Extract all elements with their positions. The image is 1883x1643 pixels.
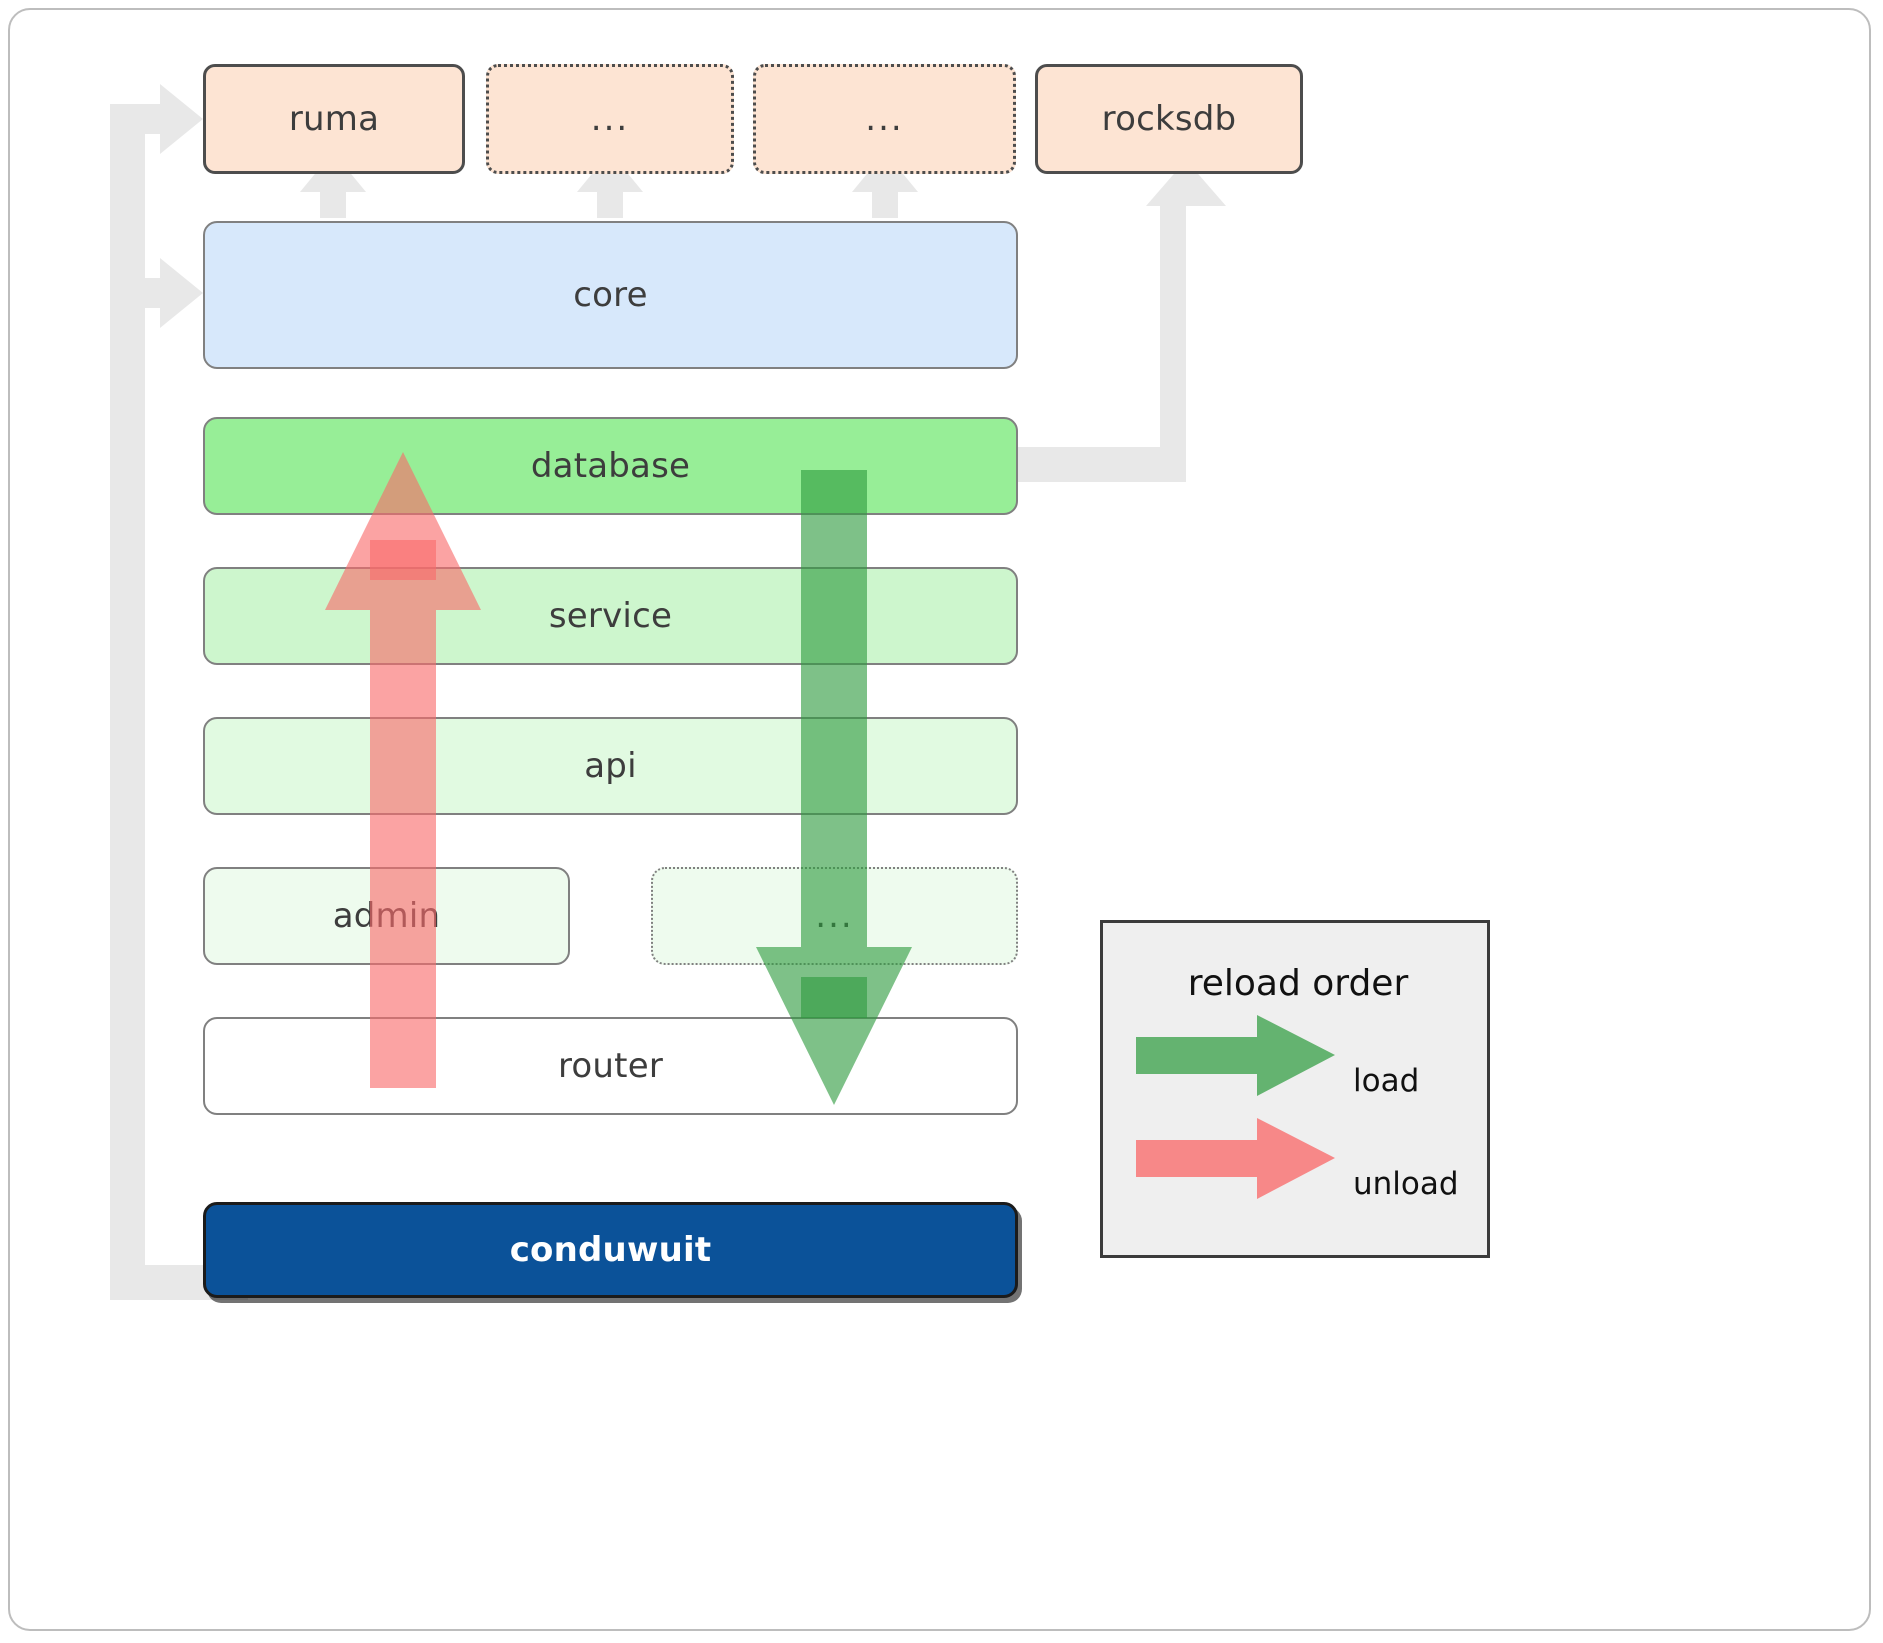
dependency-label-ruma: ruma <box>288 99 380 139</box>
connector-core-to-dep3 <box>852 152 918 218</box>
core-box[interactable]: core <box>203 221 1018 369</box>
connector-database-to-rocksdb <box>1018 206 1186 482</box>
legend-label-load: load <box>1353 1063 1420 1099</box>
unload-flow-arrow <box>325 452 481 1088</box>
dependency-label-dep2: ... <box>590 99 630 139</box>
root-box-conduwuit[interactable]: conduwuit <box>203 1202 1018 1298</box>
legend-label-unload: unload <box>1353 1166 1459 1202</box>
root-label-conduwuit: conduwuit <box>509 1230 712 1270</box>
legend-load-arrow-icon <box>1136 1015 1335 1096</box>
connector-conduwuit-trunk <box>110 106 145 1265</box>
layer-label-service: service <box>548 596 673 636</box>
dependency-label-dep3: ... <box>865 99 904 139</box>
legend-arrows <box>1136 1015 1335 1199</box>
legend-panel: reload order load unload <box>1100 920 1490 1258</box>
core-label: core <box>573 275 648 315</box>
connector-core-to-ruma <box>300 152 366 218</box>
dependency-box-rocksdb[interactable]: rocksdb <box>1035 64 1303 174</box>
connector-rocksdb-arrowhead <box>1146 160 1226 206</box>
layer-box-api[interactable]: api <box>203 717 1018 815</box>
layer-label-api: api <box>584 746 637 786</box>
connector-to-ruma <box>110 84 203 154</box>
layer-label-router: router <box>557 1046 663 1086</box>
load-flow-arrow <box>756 470 912 1105</box>
layer-box-router[interactable]: router <box>203 1017 1018 1115</box>
dependency-box-ruma[interactable]: ruma <box>203 64 465 174</box>
layer-box-database[interactable]: database <box>203 417 1018 515</box>
dependency-label-rocksdb: rocksdb <box>1101 99 1237 139</box>
legend-title: reload order <box>1187 963 1409 1004</box>
connector-to-core <box>110 258 203 328</box>
dependency-box-dep2[interactable]: ... <box>486 64 734 174</box>
dependency-box-dep3[interactable]: ... <box>753 64 1016 174</box>
layer-label-database: database <box>530 446 691 486</box>
connector-core-to-dep2 <box>577 152 643 218</box>
legend-unload-arrow-icon <box>1136 1118 1335 1199</box>
